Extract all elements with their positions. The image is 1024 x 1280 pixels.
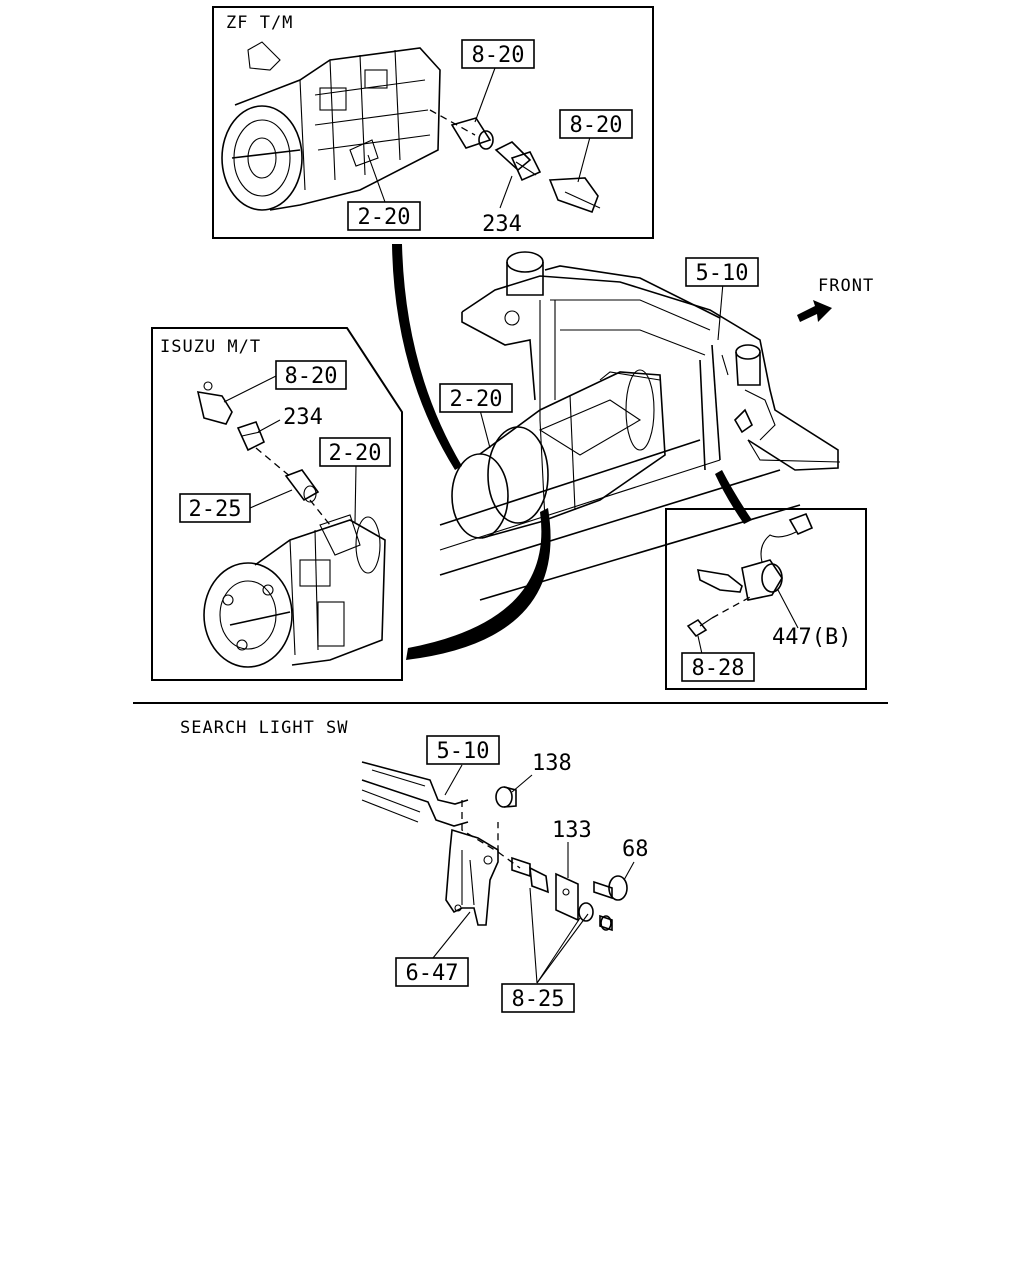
zf-clip-part xyxy=(548,177,601,214)
isuzu-switch-part xyxy=(236,421,266,452)
main-transmission-drawing xyxy=(451,369,666,539)
switch-ref-8-28: 8-28 xyxy=(692,656,745,681)
switch-bolt-part xyxy=(686,617,713,638)
bracket-6-47-part xyxy=(445,828,499,926)
isuzu-inset-title: ISUZU M/T xyxy=(160,337,261,357)
zf-tm-inset: ZF T/M xyxy=(212,6,654,239)
isuzu-ref-2-20: 2-20 xyxy=(329,441,382,466)
isuzu-inset-frame xyxy=(151,327,403,681)
zf-ref-8-20-top: 8-20 xyxy=(472,43,525,68)
zf-ref-8-20-right: 8-20 xyxy=(570,113,623,138)
nuts-8-25-part xyxy=(578,902,613,932)
zf-switch-part xyxy=(494,141,542,182)
switch-447b-part xyxy=(696,559,783,601)
washer-138-part xyxy=(495,786,517,808)
isuzu-plunger-part xyxy=(284,469,320,503)
isuzu-transmission-drawing xyxy=(203,514,386,668)
main-ref-5-10: 5-10 xyxy=(696,261,749,286)
search-ref-6-47: 6-47 xyxy=(406,961,459,986)
search-part-68: 68 xyxy=(622,837,649,862)
zf-part-234: 234 xyxy=(482,212,522,237)
switch-133-part xyxy=(511,856,579,922)
zf-sleeve-part xyxy=(450,117,494,150)
main-ref-2-20: 2-20 xyxy=(450,387,503,412)
search-light-sw-section: SEARCH LIGHT SW xyxy=(180,718,649,1013)
callout-sweeps xyxy=(392,244,752,660)
front-label: FRONT xyxy=(818,276,874,296)
zf-ref-2-20: 2-20 xyxy=(358,205,411,230)
zf-transmission-drawing xyxy=(221,41,441,211)
search-ref-8-25: 8-25 xyxy=(512,987,565,1012)
search-light-title: SEARCH LIGHT SW xyxy=(180,718,349,738)
search-ref-5-10: 5-10 xyxy=(437,739,490,764)
switch-part-447b: 447(B) xyxy=(772,625,851,650)
isuzu-ref-8-20: 8-20 xyxy=(285,364,338,389)
zf-inset-frame xyxy=(212,6,654,239)
isuzu-mt-inset: ISUZU M/T xyxy=(151,327,403,681)
switch-inset-frame xyxy=(665,508,867,690)
bolt-68-part xyxy=(593,875,628,901)
search-part-138: 138 xyxy=(532,751,572,776)
front-arrow-icon xyxy=(797,300,832,322)
zf-inset-title: ZF T/M xyxy=(226,13,293,33)
switch-inset: 447(B) 8-28 xyxy=(665,508,867,690)
search-part-133: 133 xyxy=(552,818,592,843)
isuzu-ref-2-25: 2-25 xyxy=(189,497,242,522)
isuzu-part-234: 234 xyxy=(283,405,323,430)
main-chassis-view: 5-10 2-20 FRONT xyxy=(439,251,874,601)
isuzu-clip-part xyxy=(196,381,233,425)
